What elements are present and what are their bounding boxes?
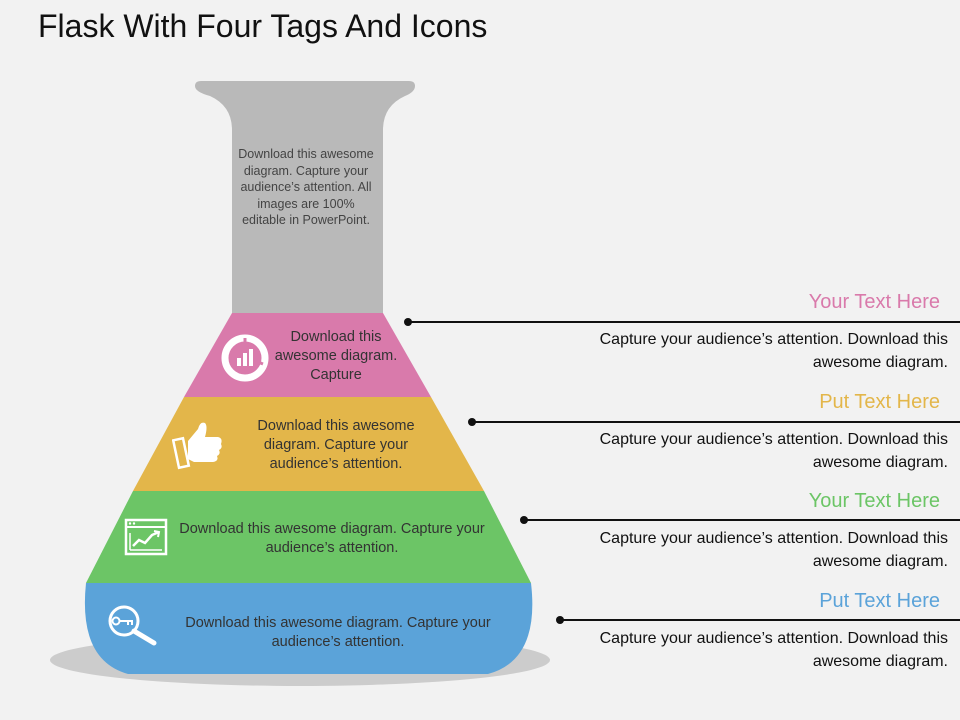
neck-text: Download this awesome diagram. Capture y…: [238, 147, 374, 227]
band-blue-text: Download this awesome diagram. Capture y…: [185, 615, 491, 650]
flask-band-yellow: [133, 397, 484, 491]
page-title: Flask With Four Tags And Icons: [38, 8, 488, 44]
connector-dot-3: [520, 516, 528, 524]
tag-4-title: Put Text Here: [819, 590, 940, 612]
connector-dot-4: [556, 616, 564, 624]
connector-dot-2: [468, 418, 476, 426]
thumbs-up-icon: [172, 422, 222, 470]
key-search-icon: [108, 605, 157, 646]
tag-1-desc: Capture your audience’s attention. Downl…: [599, 331, 948, 371]
flask-band-green: [86, 491, 531, 583]
tag-3-title: Your Text Here: [808, 490, 940, 512]
flask-band-blue: [84, 583, 533, 674]
pie-chart-icon: [221, 334, 269, 382]
connector-lines: [408, 321, 960, 621]
connector-dot-1: [404, 318, 412, 326]
tag-2-title: Put Text Here: [819, 391, 940, 413]
line-chart-icon: [124, 518, 168, 556]
connector-dots: [404, 318, 564, 624]
flask-neck: [195, 81, 415, 313]
tag-3-desc: Capture your audience’s attention. Downl…: [599, 530, 948, 570]
tag-2-desc: Capture your audience’s attention. Downl…: [599, 431, 948, 471]
band-yellow-text: Download this awesome diagram. Capture y…: [257, 418, 415, 472]
band-pink-text: Download this awesome diagram. Capture: [274, 329, 398, 383]
tag-1-title: Your Text Here: [808, 291, 940, 313]
tag-4-desc: Capture your audience’s attention. Downl…: [599, 630, 948, 670]
band-green-text: Download this awesome diagram. Capture y…: [179, 521, 485, 556]
